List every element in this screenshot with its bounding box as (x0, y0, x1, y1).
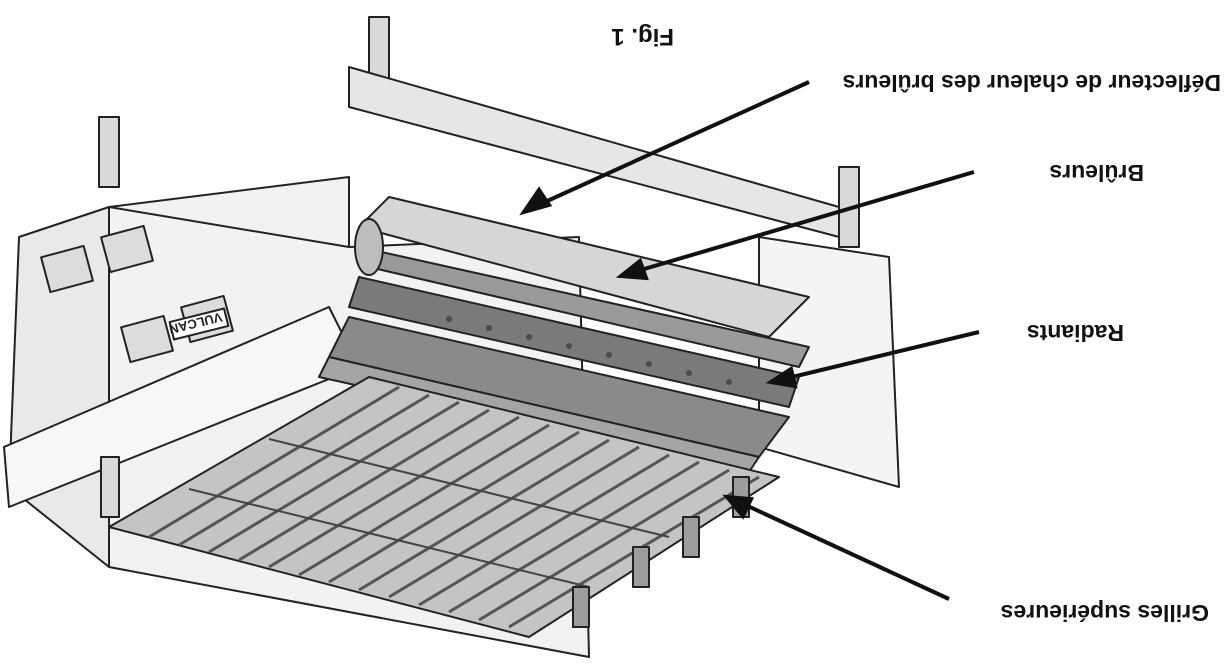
grate-crossbar (268, 438, 670, 538)
label-deflector: Déflecteur de chaleur des brûleurs (843, 70, 1221, 96)
leg-right-front (100, 456, 120, 518)
knob-1 (120, 314, 174, 364)
burner-tube-end (354, 218, 384, 276)
arrow-deflector-line (533, 80, 810, 209)
grate-bar (448, 460, 700, 614)
bracket (682, 516, 700, 558)
label-radiants: Radiants (1027, 320, 1124, 346)
arrow-burners-line (633, 170, 975, 274)
grate-bar (208, 400, 460, 554)
port (486, 325, 492, 331)
leg-right-rear (98, 116, 120, 188)
port (606, 352, 612, 358)
burner-ports (446, 316, 732, 385)
port (526, 334, 532, 340)
arrow-grids-head (722, 494, 755, 520)
side-frame-bottom (348, 66, 840, 238)
figure-title: Fig. 1 (611, 23, 674, 50)
grate-bars (148, 385, 760, 629)
port (686, 370, 692, 376)
grate-bar (238, 408, 490, 562)
knob-3 (40, 244, 94, 294)
grate-crossbars (188, 438, 670, 588)
knob-4 (100, 224, 154, 274)
housing-front-lip (3, 306, 360, 508)
grate-crossbar (188, 488, 590, 588)
brand-plate (168, 307, 230, 341)
port (646, 361, 652, 367)
grate-bar (358, 438, 610, 592)
inverted-figure: Fig. 1 Déflecteur de chaleur des brûleur… (3, 16, 1221, 658)
arrow-deflector-head (519, 186, 553, 216)
grate-bar (268, 415, 520, 569)
port (726, 379, 732, 385)
bracket (572, 586, 590, 628)
grate-bar (148, 385, 400, 539)
arrow-radiants-line (783, 330, 980, 381)
bracket (632, 546, 650, 588)
grate-bar (478, 468, 730, 622)
port (446, 316, 452, 322)
arrow-radiants-head (765, 365, 798, 389)
grate-bar (388, 445, 640, 599)
grate-frame (108, 376, 780, 638)
control-knobs (40, 224, 234, 364)
grate-bar (298, 423, 550, 577)
radiant-panel-fold (318, 356, 760, 473)
grate-bar (178, 393, 430, 547)
label-upper-grids: Grilles supérieures (1001, 600, 1209, 626)
port (566, 343, 572, 349)
arrow-grids-line (738, 500, 950, 601)
label-burners: Brûleurs (1049, 160, 1144, 186)
leader-lines (519, 80, 980, 601)
arrow-burners-head (615, 257, 649, 281)
grate-bar (418, 453, 670, 607)
broiler-illustration (3, 16, 900, 658)
grate-bar (328, 430, 580, 584)
